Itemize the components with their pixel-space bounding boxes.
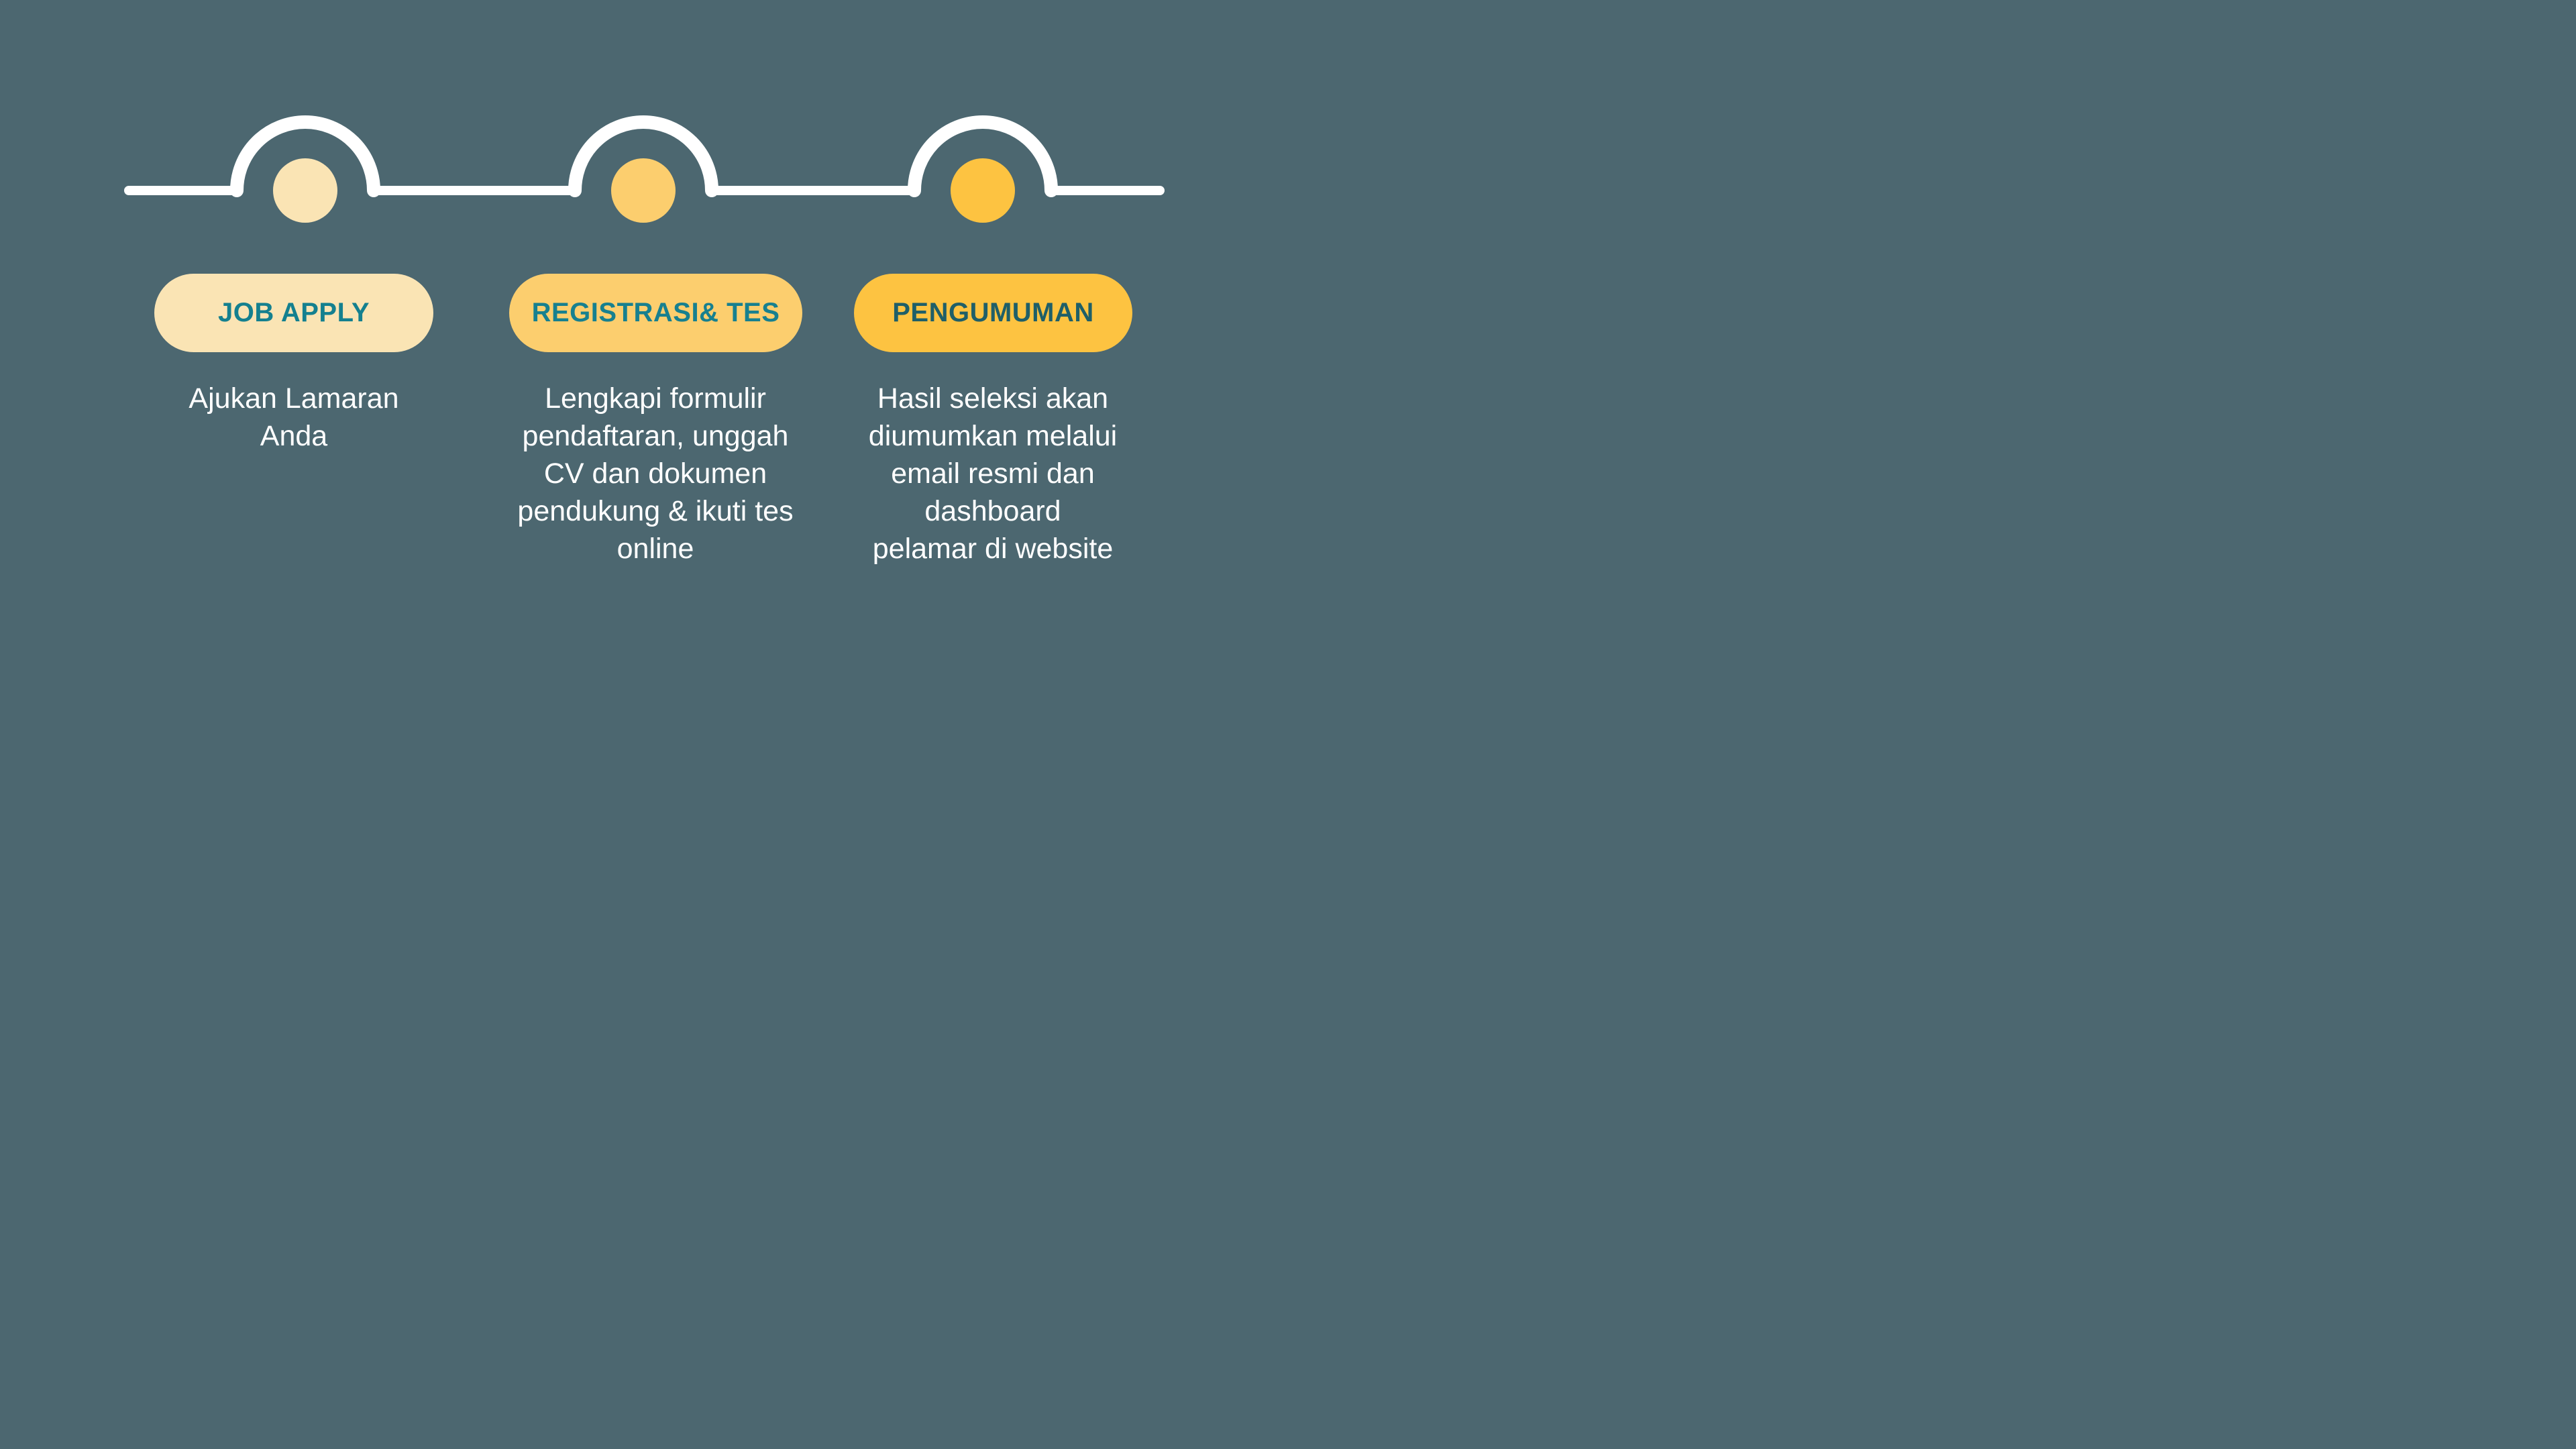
step1-title-label: JOB APPLY [217,298,370,327]
step3-bump-arc [908,115,1058,197]
step1-bump-arc [230,115,380,197]
step3-title-label: PENGUMUMAN [892,298,1094,327]
step2-node-circle [611,158,676,223]
step2-description: Lengkapi formulir pendaftaran, unggah CV… [517,382,794,565]
step1-node-circle [273,158,337,223]
step2-bump-arc [568,115,718,197]
step3-description: Hasil seleksi akan diumumkan melalui ema… [868,382,1118,565]
step3-node-circle [951,158,1015,223]
step2-title-label: REGISTRASI& TES [531,298,780,327]
step3-title-pill: PENGUMUMAN [854,274,1132,352]
step1-description: Ajukan Lamaran Anda [189,382,399,452]
step1-title-pill: JOB APPLY [154,274,433,352]
step2-title-pill: REGISTRASI& TES [509,274,802,352]
recruitment-process-infographic: JOB APPLY REGISTRASI& TES PENGUMUMAN Aju… [0,0,1288,724]
timeline-graphic [124,115,1165,223]
